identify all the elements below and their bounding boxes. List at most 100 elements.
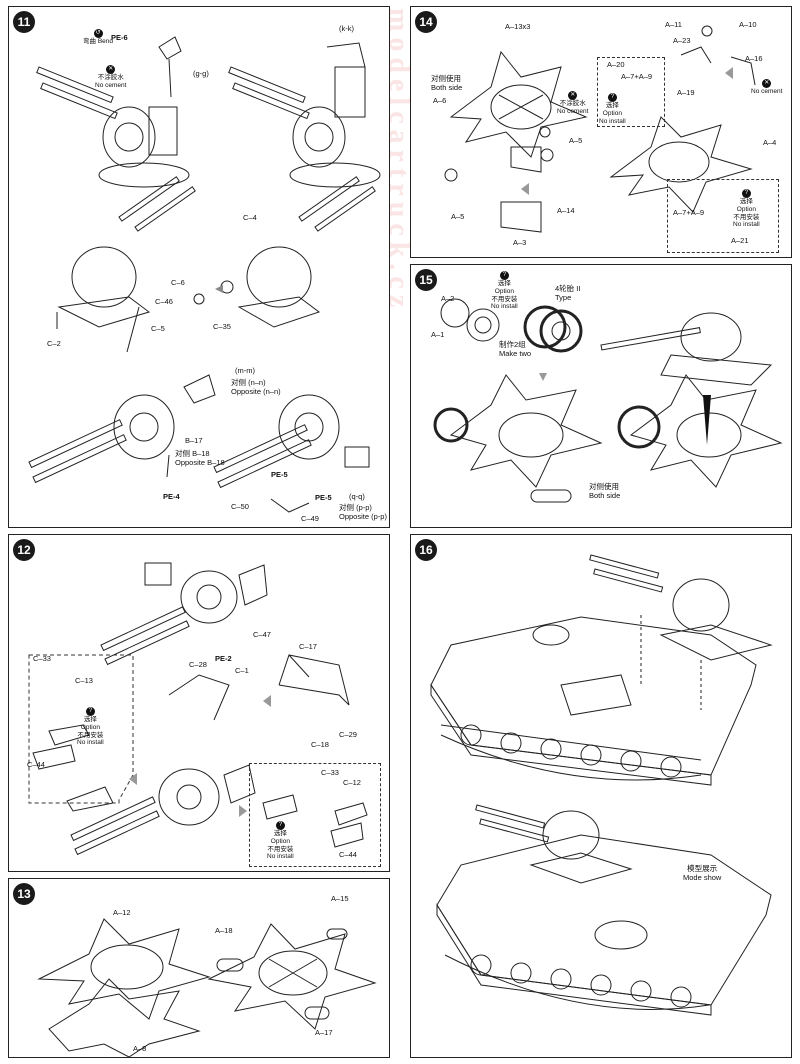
no-cement-note-1: ✕ 不涂胶水 No cement xyxy=(557,91,589,115)
label-c35: C–35 xyxy=(213,322,231,331)
bend-icon: ↺ xyxy=(93,29,103,38)
step-13-panel: 13 A–12 A–8 A–15 A–18 A–17 xyxy=(8,878,390,1058)
step-11-panel: 11 xyxy=(8,6,390,528)
label-a16: A–16 xyxy=(745,54,763,63)
label-pe5a: PE-5 xyxy=(271,470,288,479)
star-base-with-wheels-1 xyxy=(433,374,603,503)
step-12-panel: 12 xyxy=(8,534,390,872)
label-a6: A–6 xyxy=(433,96,447,105)
step-14-illustration xyxy=(444,25,756,233)
label-a20: A–20 xyxy=(607,60,625,69)
option-icon: ? xyxy=(607,93,617,102)
label-c33b: C–33 xyxy=(321,768,339,777)
label-a8: A–8 xyxy=(133,1044,147,1053)
label-pe5b: PE-5 xyxy=(315,493,332,502)
label-a18: A–18 xyxy=(215,926,233,935)
gun-assembly-drawing-1 xyxy=(100,562,268,666)
part-a14-upper xyxy=(510,146,542,173)
option-box-right xyxy=(249,763,381,867)
label-pe4: PE-4 xyxy=(163,492,180,501)
label-both-side: 对侧使用 Both side xyxy=(431,74,463,92)
twin-gun-drawing-3 xyxy=(56,176,196,353)
part-a14-lower xyxy=(500,201,542,233)
label-c18: C–18 xyxy=(311,740,329,749)
label-opp-b18: 对侧 B–18 Opposite B–18 xyxy=(175,449,225,467)
star-base-drawing-2 xyxy=(609,116,753,213)
label-a23: A–23 xyxy=(673,36,691,45)
label-a21: A–21 xyxy=(731,236,749,245)
step-15-illustration xyxy=(433,298,783,503)
label-c46: C–46 xyxy=(155,297,173,306)
label-kk: (k-k) xyxy=(339,24,354,33)
label-opp-nn: 对侧 (n–n) Opposite (n–n) xyxy=(231,378,281,396)
no-glue-icon: ✕ xyxy=(568,91,578,100)
label-qq: (q-q) xyxy=(349,492,365,501)
option-note-top: ? 选择 Option No install xyxy=(599,93,626,125)
gun-turret-exploded xyxy=(589,554,773,661)
label-opp-pp: 对侧 (p-p) Opposite (p-p) xyxy=(339,503,387,521)
label-c28: C–28 xyxy=(189,660,207,669)
label-c44b: C–44 xyxy=(339,850,357,859)
star-plate-upper xyxy=(37,918,211,1020)
label-c5: C–5 xyxy=(151,324,165,333)
option-icon: ? xyxy=(499,271,509,280)
option-note: ? 选择 Option 不用安装 No install xyxy=(491,271,518,311)
option-box-bottom xyxy=(667,179,779,253)
label-c4: C–4 xyxy=(243,213,257,222)
star-base-drawing-1 xyxy=(449,50,588,158)
label-a7a9b: A–7+A–9 xyxy=(673,208,705,217)
label-mode-show: 模型展示 Mode show xyxy=(683,864,722,882)
step-number: 15 xyxy=(415,269,437,291)
part-c17-frame xyxy=(278,654,350,706)
label-c47: C–47 xyxy=(253,630,271,639)
twin-gun-drawing-5 xyxy=(28,374,216,484)
option-box-top xyxy=(597,57,665,127)
label-a15: A–15 xyxy=(331,894,349,903)
step-number: 13 xyxy=(13,883,35,905)
label-a14: A–14 xyxy=(557,206,575,215)
step-number: 16 xyxy=(415,539,437,561)
label-a13x3: A–13x3 xyxy=(505,22,531,31)
step-number: 11 xyxy=(13,11,35,33)
option-icon: ? xyxy=(741,189,751,198)
step-16-illustration xyxy=(430,554,773,1016)
label-a2: A–2 xyxy=(441,294,455,303)
option-icon: ? xyxy=(85,707,95,716)
wheel-hub-a1 xyxy=(440,298,470,328)
option-note-right: ? 选择 Option 不用安装 No install xyxy=(267,821,294,861)
step-16-panel: 16 xyxy=(410,534,792,1058)
no-glue-icon: ✕ xyxy=(106,65,116,74)
twin-gun-drawing-4 xyxy=(193,176,376,328)
star-plate-lower xyxy=(48,978,201,1057)
label-c44a: C–44 xyxy=(27,760,45,769)
label-c50: C–50 xyxy=(231,502,249,511)
label-both-side: 对侧使用 Both side xyxy=(589,482,621,500)
label-a10: A–10 xyxy=(739,20,757,29)
step-15-panel: 15 xyxy=(410,264,792,528)
step-13-illustration xyxy=(37,918,377,1057)
part-c18 xyxy=(168,674,230,721)
label-a7a9: A–7+A–9 xyxy=(621,72,653,81)
label-gg: (g-g) xyxy=(193,69,209,78)
label-c33a: C–33 xyxy=(33,654,51,663)
label-a1: A–1 xyxy=(431,330,445,339)
label-b17: B–17 xyxy=(185,436,203,445)
label-a4: A–4 xyxy=(763,138,777,147)
star-plate-assembled xyxy=(207,923,377,1030)
label-c6: C–6 xyxy=(171,278,185,287)
gun-turret-assembled xyxy=(475,804,633,884)
no-glue-icon: ✕ xyxy=(762,79,772,88)
gun-mount-drawing xyxy=(600,312,773,386)
step-12-illustration xyxy=(28,562,368,856)
step-number: 14 xyxy=(415,11,437,33)
label-type: 4轮胎 II Type xyxy=(555,284,581,302)
label-c29: C–29 xyxy=(339,730,357,739)
label-mm: (m-m) xyxy=(235,366,255,375)
label-a19: A–19 xyxy=(677,88,695,97)
label-a11: A–11 xyxy=(665,20,682,29)
label-a12: A–12 xyxy=(113,908,131,917)
label-c2: C–2 xyxy=(47,339,61,348)
twin-gun-drawing-6 xyxy=(213,394,370,513)
label-a5a: A–5 xyxy=(569,136,583,145)
gun-assembly-drawing-2 xyxy=(70,764,256,856)
